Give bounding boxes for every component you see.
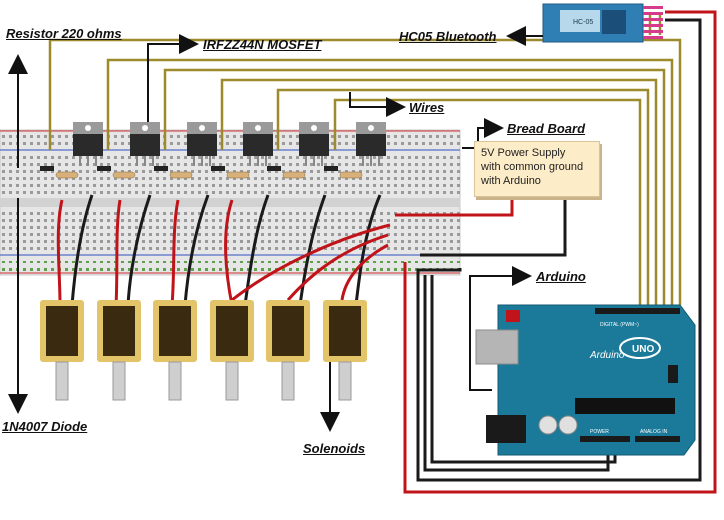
breadboard-label: Bread Board [507, 121, 586, 136]
signal-wires [48, 12, 682, 305]
hc05-text: HC-05 [573, 19, 593, 26]
resistor [282, 171, 306, 179]
solenoid [210, 300, 254, 401]
solenoid [97, 300, 141, 401]
diode [211, 166, 225, 171]
arrow-icon [469, 266, 532, 391]
note-line: 5V Power Supply [481, 147, 566, 159]
diode [267, 166, 281, 171]
annotation-arrows [7, 26, 543, 432]
arrow-icon [147, 34, 199, 122]
arduino-model: UNO [632, 344, 654, 355]
mosfet [299, 122, 329, 166]
diode-group [40, 166, 338, 171]
mosfet [187, 122, 217, 166]
solenoid-leads [56, 194, 391, 306]
arduino-brand: Arduino [589, 350, 625, 361]
mosfet-label: IRFZZ44N MOSFET [203, 37, 322, 52]
power-wires [395, 10, 717, 494]
bluetooth-label: HC05 Bluetooth [399, 29, 497, 44]
arduino-board: Arduino UNO DIGITAL (PWM~) POWER ANALOG … [475, 304, 696, 456]
diode [154, 166, 168, 171]
arduino-digital-header: DIGITAL (PWM~) [600, 322, 639, 328]
mosfet [356, 122, 386, 166]
arrow-icon [462, 118, 504, 149]
solenoid-group [40, 300, 367, 401]
resistor [339, 171, 363, 179]
diode [40, 166, 54, 171]
wires-label: Wires [409, 100, 445, 115]
resistor [112, 171, 136, 179]
mosfet [243, 122, 273, 166]
arduino-power-header: POWER [590, 429, 609, 435]
power-supply-note: 5V Power Supply with common ground with … [474, 141, 600, 197]
solenoid [40, 300, 84, 401]
resistor [226, 171, 250, 179]
mosfet-group [73, 122, 386, 166]
solenoids-label: Solenoids [303, 441, 366, 456]
hc05-module: HC-05 [542, 3, 663, 43]
resistor [55, 171, 79, 179]
resistor [169, 171, 193, 179]
solenoid [323, 300, 367, 401]
resistor-label: Resistor 220 ohms [6, 26, 122, 41]
note-line: with Arduino [481, 175, 541, 187]
diode-label: 1N4007 Diode [2, 419, 88, 434]
solenoid [266, 300, 310, 401]
mosfet [73, 122, 103, 166]
note-line: with common ground [481, 161, 584, 173]
mosfet [130, 122, 160, 166]
arduino-analog-header: ANALOG IN [640, 429, 668, 435]
solenoid [153, 300, 197, 401]
resistor-group [55, 171, 363, 179]
diode [324, 166, 338, 171]
diode [97, 166, 111, 171]
arduino-label: Arduino [536, 269, 586, 284]
arrow-icon [349, 92, 406, 117]
